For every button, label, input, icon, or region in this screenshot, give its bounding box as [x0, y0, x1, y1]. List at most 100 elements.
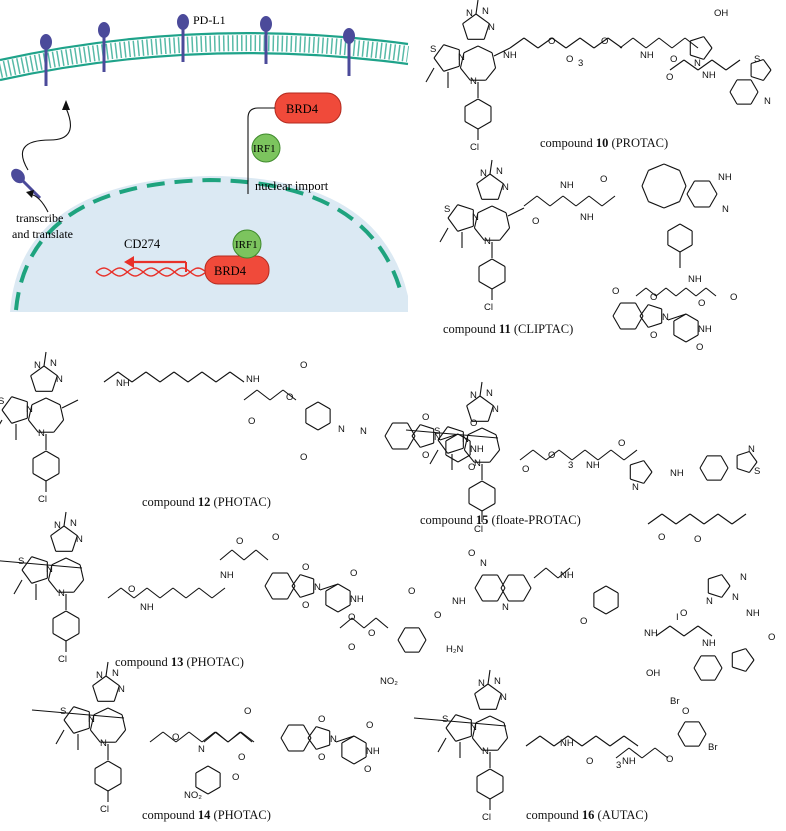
bond — [675, 513, 691, 525]
bond — [476, 183, 483, 200]
bond — [462, 13, 477, 25]
atom-label: N — [50, 358, 57, 369]
bond — [690, 36, 704, 42]
bond — [94, 783, 109, 792]
cd274-label: CD274 — [124, 237, 161, 251]
atom-label: N — [496, 166, 503, 177]
atom-label: N — [694, 58, 701, 69]
bond — [307, 737, 317, 750]
bond — [90, 729, 101, 743]
bond — [52, 633, 67, 642]
translation-arrowhead — [26, 190, 34, 198]
atom-label: 3 — [568, 460, 573, 471]
bond — [425, 67, 435, 83]
atom-label: N — [76, 534, 83, 545]
bond — [159, 371, 175, 383]
atom-label: N — [56, 374, 63, 385]
bond — [630, 460, 644, 466]
irf1-cytoplasmic — [251, 133, 281, 163]
bond — [736, 467, 750, 473]
bond — [497, 183, 504, 200]
bond — [607, 37, 623, 49]
bond — [567, 735, 583, 747]
bond — [31, 556, 48, 563]
bond — [667, 223, 681, 232]
atom-label: N — [118, 684, 125, 695]
bond — [459, 52, 465, 69]
atom-label: O — [300, 452, 307, 463]
irf1-bound-label: IRF1 — [235, 239, 258, 251]
bond — [335, 735, 355, 743]
bond — [45, 397, 61, 406]
bond — [703, 513, 719, 525]
bond — [474, 693, 481, 710]
bond — [463, 434, 469, 451]
bond — [437, 737, 447, 753]
atom-label: I — [676, 612, 679, 623]
bond — [645, 37, 660, 49]
bond — [762, 69, 772, 81]
bond — [319, 583, 339, 591]
atom-label: O — [350, 568, 357, 579]
bond — [11, 417, 28, 424]
bond — [671, 37, 686, 49]
atom-label: O — [272, 532, 279, 543]
atom-label: NH — [350, 594, 364, 605]
bond — [669, 625, 685, 637]
atom-label: NH — [702, 70, 716, 81]
bond — [489, 715, 505, 724]
bond — [13, 579, 23, 595]
bond — [610, 449, 625, 461]
bond — [464, 98, 479, 107]
bond — [43, 365, 58, 377]
bond — [648, 322, 662, 328]
bond — [32, 450, 47, 459]
atom-label: O — [682, 706, 689, 717]
atom-label: O — [248, 416, 255, 427]
atom-label: NH — [622, 756, 636, 767]
bond — [732, 648, 746, 654]
atom-label: NH — [246, 374, 260, 385]
bond — [65, 610, 80, 619]
atom-label: N — [58, 588, 65, 599]
transcription-arrowhead — [124, 256, 134, 268]
atom-label: O — [601, 36, 608, 47]
nucleus-envelope — [14, 177, 404, 311]
bond — [31, 397, 47, 406]
atom-label: Cl — [474, 524, 483, 535]
bond — [750, 79, 759, 93]
atom-label: N — [482, 746, 489, 757]
bond — [363, 617, 377, 629]
atom-label: N — [198, 744, 205, 755]
atom-label: O — [696, 342, 703, 353]
bond — [455, 714, 472, 721]
bond — [443, 65, 460, 72]
atom-label: O — [434, 610, 441, 621]
bond — [588, 195, 603, 207]
bond — [595, 735, 611, 747]
atom-label: Cl — [482, 812, 491, 823]
atom-label: N — [478, 678, 485, 689]
bond — [447, 426, 464, 433]
bond — [291, 585, 301, 598]
pdl1-receptor — [260, 16, 272, 64]
atom-label: O — [348, 612, 355, 623]
atom-label: 3 — [616, 760, 621, 771]
bond — [264, 572, 273, 587]
bond — [677, 721, 686, 735]
pdl1-receptor — [40, 34, 52, 86]
bond — [63, 719, 75, 734]
bond — [523, 574, 532, 589]
bond — [11, 396, 28, 403]
bond — [418, 627, 427, 641]
atom-label: N — [470, 390, 477, 401]
bond — [597, 449, 612, 461]
bond — [447, 447, 464, 454]
atom-label: N — [466, 8, 473, 19]
bond — [31, 709, 125, 719]
atom-label: O — [366, 720, 373, 731]
bond — [188, 731, 203, 743]
atom-label: NH — [452, 596, 466, 607]
bond — [474, 227, 485, 241]
